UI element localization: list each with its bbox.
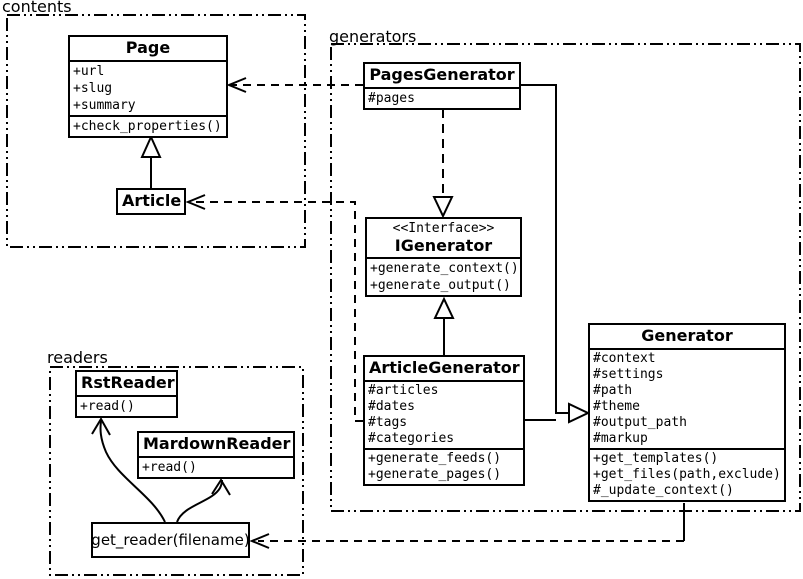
class-stereotype: <<Interface>> xyxy=(392,221,495,236)
inheritance-line-pagesgenerator-to-generator xyxy=(521,84,569,414)
class-methods: +check_properties() xyxy=(70,117,226,136)
open-arrowhead-icon xyxy=(91,417,111,436)
realization-triangle-icon xyxy=(432,196,454,219)
attribute: #theme xyxy=(593,399,640,414)
class-title: Generator xyxy=(590,325,784,350)
class-methods: +read() xyxy=(139,458,293,477)
attribute: #dates xyxy=(368,399,415,414)
method: +check_properties() xyxy=(73,119,222,134)
package-label-readers: readers xyxy=(47,348,108,367)
class-generator: Generator #context #settings #path #them… xyxy=(588,323,786,502)
class-pagesgenerator: PagesGenerator #pages xyxy=(363,62,521,110)
class-articlegenerator: ArticleGenerator #articles #dates #tags … xyxy=(363,355,525,486)
method: +read() xyxy=(80,399,135,414)
class-title: RstReader xyxy=(77,372,176,397)
attribute: #categories xyxy=(368,431,455,446)
inheritance-triangle-icon xyxy=(433,296,455,319)
class-rstreader: RstReader +read() xyxy=(75,370,178,418)
method: +generate_pages() xyxy=(368,467,502,482)
package-label-generators: generators xyxy=(329,27,417,46)
inheritance-triangle-icon xyxy=(140,134,162,158)
generators-package-border xyxy=(330,43,801,512)
arrow-line-getreader-to-rstreader xyxy=(99,420,166,523)
class-title: PagesGenerator xyxy=(365,64,519,89)
class-methods: +read() xyxy=(77,397,176,416)
open-arrowhead-icon xyxy=(185,194,206,210)
readers-package-border xyxy=(49,366,304,576)
contents-package-border xyxy=(6,14,306,248)
class-attributes: +url +slug +summary xyxy=(70,62,226,117)
dependency-line-articlegenerator-to-article xyxy=(189,201,363,422)
class-methods: +generate_feeds() +generate_pages() xyxy=(365,450,523,484)
class-header: <<Interface>> IGenerator xyxy=(367,219,520,259)
method: +generate_output() xyxy=(370,278,511,293)
class-attributes: #context #settings #path #theme #output_… xyxy=(590,350,784,450)
class-title: ArticleGenerator xyxy=(365,357,523,382)
attribute: #settings xyxy=(593,367,664,382)
open-arrowhead-icon xyxy=(211,478,231,496)
class-page: Page +url +slug +summary +check_properti… xyxy=(68,35,228,138)
class-title: Page xyxy=(70,37,226,62)
function-get-reader: get_reader(filename) xyxy=(91,522,250,558)
method: +generate_feeds() xyxy=(368,451,502,466)
class-attributes: #pages xyxy=(365,89,519,108)
attribute: #tags xyxy=(368,415,408,430)
class-methods: +get_templates() +get_files(path,exclude… xyxy=(590,450,784,500)
open-arrowhead-icon xyxy=(226,77,247,93)
method: +get_templates() xyxy=(593,451,719,466)
method: +read() xyxy=(142,460,197,475)
method: +generate_context() xyxy=(370,261,519,276)
attribute: +slug xyxy=(73,81,113,96)
attribute: #path xyxy=(593,383,633,398)
attribute: #pages xyxy=(368,91,415,106)
attribute: #context xyxy=(593,351,656,366)
class-attributes: #articles #dates #tags #categories xyxy=(365,382,523,450)
class-title: Article xyxy=(122,191,182,210)
attribute: +summary xyxy=(73,98,136,113)
class-article: Article xyxy=(116,188,186,215)
attribute: #output_path xyxy=(593,415,687,430)
attribute: #articles xyxy=(368,383,439,398)
method: #_update_context() xyxy=(593,483,734,498)
class-igenerator: <<Interface>> IGenerator +generate_conte… xyxy=(365,217,522,297)
attribute: +url xyxy=(73,64,105,79)
class-title: MardownReader xyxy=(139,433,293,458)
inheritance-triangle-icon xyxy=(568,402,591,424)
class-title: IGenerator xyxy=(394,236,493,255)
arrow-line-getreader-to-mardownreader xyxy=(176,479,223,523)
open-arrowhead-icon xyxy=(249,533,270,549)
class-methods: +generate_context() +generate_output() xyxy=(367,259,520,295)
class-mardownreader: MardownReader +read() xyxy=(137,431,295,479)
package-label-contents: contents xyxy=(2,0,72,16)
method: +get_files(path,exclude) xyxy=(593,467,781,482)
attribute: #markup xyxy=(593,431,648,446)
function-label: get_reader(filename) xyxy=(91,531,250,549)
